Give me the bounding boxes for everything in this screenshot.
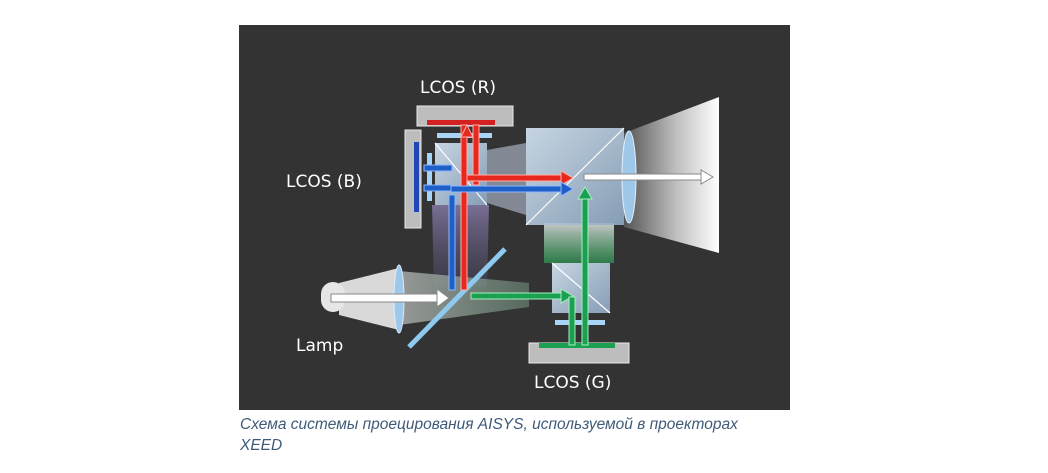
label-lcos-b: LCOS (B) — [286, 172, 362, 192]
lcos-b-filter — [427, 153, 432, 201]
lamp-beam — [399, 271, 529, 325]
lcos-r-chip — [427, 120, 495, 125]
blue-arrow-to-prism — [450, 181, 574, 197]
label-lcos-r: LCOS (R) — [420, 78, 496, 98]
lcos-g-chip — [539, 343, 615, 348]
lamp-arrow — [330, 288, 450, 308]
blue-arrows — [423, 164, 456, 291]
lcos-b-chip — [414, 142, 419, 212]
projection-system-diagram: LCOS (R) LCOS (B) Lamp LCOS (G) — [239, 25, 790, 410]
green-arrows — [470, 186, 593, 346]
lcos-g-filter — [555, 320, 605, 325]
green-beam-column — [544, 223, 614, 263]
label-lcos-g: LCOS (G) — [534, 373, 611, 393]
red-arrows — [460, 123, 574, 291]
output-arrow — [583, 169, 714, 185]
figure-caption: Схема системы проецирования AISYS, испол… — [240, 416, 738, 454]
dichroic-mirror — [407, 247, 507, 349]
label-lamp: Lamp — [296, 336, 343, 356]
